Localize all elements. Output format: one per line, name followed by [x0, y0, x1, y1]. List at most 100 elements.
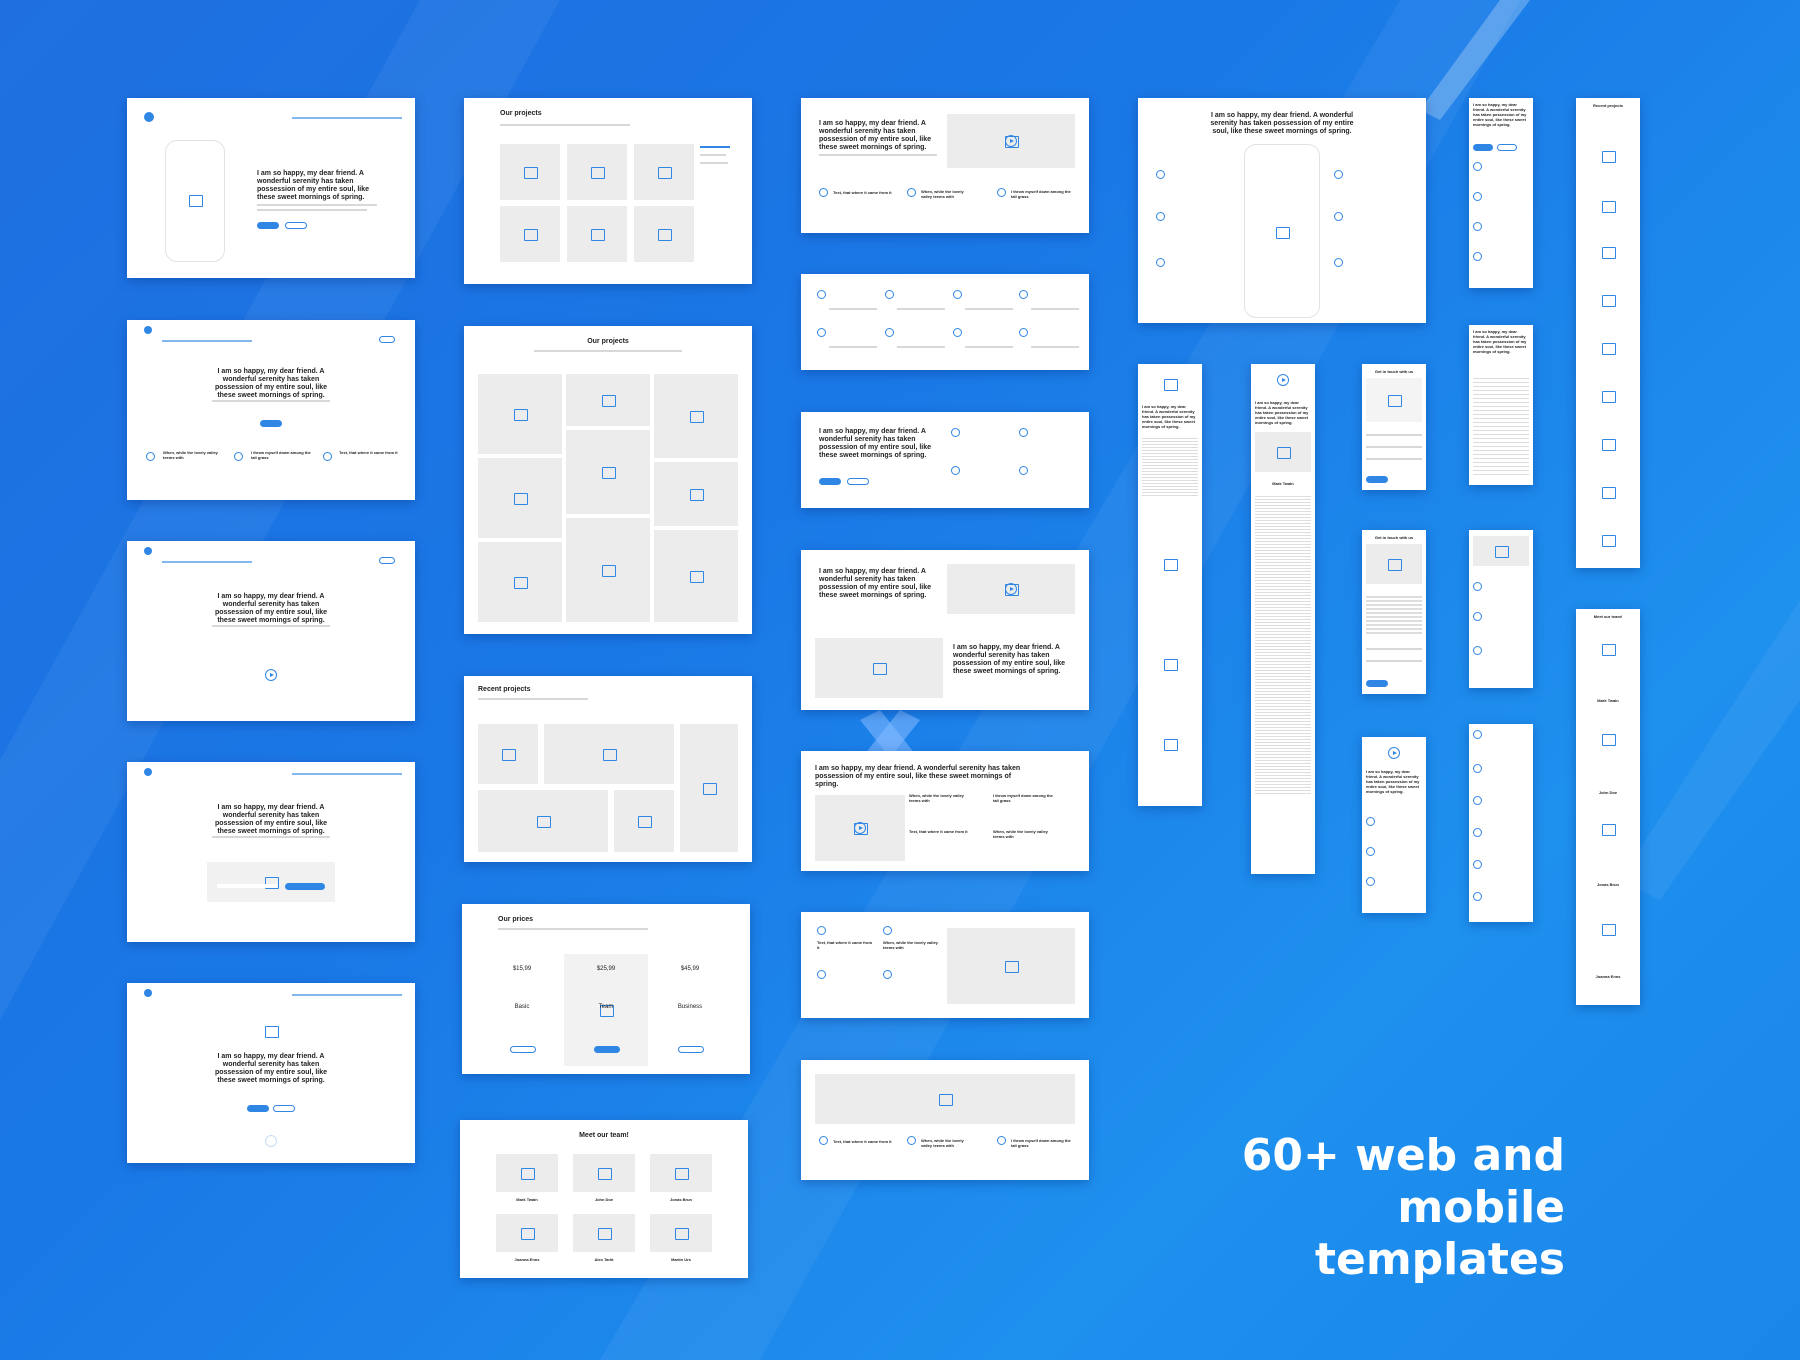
- form-field[interactable]: [1366, 446, 1422, 448]
- section-title: Our projects: [500, 110, 542, 117]
- plan-button[interactable]: [678, 1046, 704, 1053]
- filter-list[interactable]: [700, 154, 726, 156]
- member-name: Jonas Brun: [1596, 882, 1619, 887]
- list-icon: [907, 188, 916, 197]
- nav-button[interactable]: [379, 336, 395, 343]
- template-hero-feature-list[interactable]: I am so happy, my dear friend. A wonderf…: [801, 412, 1089, 508]
- mobile-template-hero-list[interactable]: I am so happy, my dear friend. A wonderf…: [1469, 325, 1533, 485]
- template-video-features[interactable]: I am so happy, my dear friend. A wonderf…: [801, 98, 1089, 233]
- secondary-button[interactable]: [285, 222, 307, 229]
- bag-icon: [1473, 162, 1482, 171]
- form-field[interactable]: [1366, 458, 1422, 460]
- mobile-template-contact-map[interactable]: Get in touch with us: [1362, 364, 1426, 490]
- secondary-button[interactable]: [273, 1105, 295, 1112]
- read-more-button[interactable]: [257, 222, 279, 229]
- play-icon[interactable]: [1277, 374, 1289, 386]
- filter-list[interactable]: [700, 146, 730, 148]
- hero-heading: I am so happy, my dear friend. A wonderf…: [1210, 112, 1354, 135]
- feature-title: When, while the lovely valley teems with: [883, 940, 938, 950]
- image-placeholder: [1255, 432, 1311, 472]
- project-image: [1580, 426, 1636, 462]
- text-line: [1366, 594, 1422, 634]
- nav-links: [292, 994, 402, 996]
- mobile-template-hero[interactable]: I am so happy, my dear friend. A wonderf…: [1469, 98, 1533, 288]
- mobile-template-image-list[interactable]: [1469, 530, 1533, 688]
- template-features-grid[interactable]: [801, 274, 1089, 370]
- map-image: [1366, 378, 1422, 422]
- mobile-template-article[interactable]: I am so happy, my dear friend. A wonderf…: [1138, 364, 1202, 806]
- template-video-split[interactable]: I am so happy, my dear friend. A wonderf…: [801, 550, 1089, 710]
- read-more-button[interactable]: [1473, 144, 1493, 151]
- secondary-button[interactable]: [1497, 144, 1517, 151]
- bolt-icon: [1019, 466, 1028, 475]
- form-field[interactable]: [1366, 648, 1422, 650]
- read-more-button[interactable]: [819, 478, 841, 485]
- read-more-button[interactable]: [247, 1105, 269, 1112]
- chevron-down-icon[interactable]: [265, 1135, 277, 1147]
- template-projects-sidebar[interactable]: Our projects: [464, 98, 752, 284]
- email-field[interactable]: [217, 884, 277, 888]
- template-banner-features[interactable]: Text, that where it came from it When, w…: [801, 1060, 1089, 1180]
- project-image: [1580, 330, 1636, 366]
- project-image: [478, 374, 562, 454]
- read-more-button[interactable]: [260, 420, 282, 427]
- template-hero-image[interactable]: I am so happy, my dear friend. A wonderf…: [127, 983, 415, 1163]
- mobile-template-features[interactable]: I am so happy, my dear friend. A wonderf…: [1362, 737, 1426, 913]
- feature-title: I throw myself down among the tall grass: [1011, 1138, 1071, 1148]
- text-line: [1255, 494, 1311, 794]
- form-field[interactable]: [1366, 660, 1422, 662]
- image-placeholder: [1144, 370, 1196, 398]
- text-line: [1473, 375, 1529, 475]
- template-hero-features[interactable]: I am so happy, my dear friend. A wonderf…: [127, 320, 415, 500]
- play-icon[interactable]: [854, 822, 866, 834]
- mobile-template-profile[interactable]: I am so happy, my dear friend. A wonderf…: [1251, 364, 1315, 874]
- template-hero-video[interactable]: I am so happy, my dear friend. A wonderf…: [127, 541, 415, 721]
- send-button[interactable]: [1366, 476, 1388, 483]
- list-icon: [1473, 730, 1482, 739]
- text-line: [257, 204, 377, 206]
- feature-title: Text, that where it came from it: [909, 829, 968, 834]
- secondary-button[interactable]: [847, 478, 869, 485]
- template-hero-video-features[interactable]: I am so happy, my dear friend. A wonderf…: [801, 751, 1089, 871]
- send-button[interactable]: [1366, 680, 1388, 687]
- plan-button[interactable]: [510, 1046, 536, 1053]
- play-icon[interactable]: [265, 669, 277, 681]
- project-image: [500, 206, 560, 262]
- member-photo: [650, 1154, 712, 1192]
- form-field[interactable]: [1366, 434, 1422, 436]
- clock-icon: [1473, 646, 1482, 655]
- nav-links: [292, 773, 402, 775]
- play-icon[interactable]: [1005, 583, 1017, 595]
- play-icon[interactable]: [1005, 135, 1017, 147]
- template-team[interactable]: Meet our team! Mark Twain John Doe Jonas…: [460, 1120, 748, 1278]
- cloud-icon: [1473, 222, 1482, 231]
- template-hero-phone[interactable]: I am so happy, my dear friend. A wonderf…: [127, 98, 415, 278]
- section-title: Meet our team!: [579, 1132, 629, 1139]
- template-phone-features[interactable]: I am so happy, my dear friend. A wonderf…: [1138, 98, 1426, 323]
- template-hero-subscribe[interactable]: I am so happy, my dear friend. A wonderf…: [127, 762, 415, 942]
- mobile-template-team[interactable]: Meet our team! Mark Twain John Doe Jonas…: [1576, 609, 1640, 1005]
- text-line: [534, 350, 682, 352]
- template-recent-projects[interactable]: Recent projects: [464, 676, 752, 862]
- subscribe-button[interactable]: [285, 883, 325, 890]
- project-image: [566, 374, 650, 426]
- project-image: [654, 374, 738, 458]
- nav-button[interactable]: [379, 557, 395, 564]
- template-projects-grid[interactable]: Our projects: [464, 326, 752, 634]
- bolt-icon: [1473, 252, 1482, 261]
- bag-icon: [1156, 170, 1165, 179]
- template-prices[interactable]: Our prices $15,99 $25,99 $45,99 Basic Te…: [462, 904, 750, 1074]
- filter-list[interactable]: [700, 162, 728, 164]
- text-line: [965, 308, 1013, 310]
- mobile-template-projects[interactable]: Recent projects: [1576, 98, 1640, 568]
- project-image: [567, 144, 627, 200]
- mobile-template-feature-list[interactable]: [1469, 724, 1533, 922]
- mobile-template-contact-form[interactable]: Get in touch with us: [1362, 530, 1426, 694]
- template-features-image[interactable]: Text, that where it came from it When, w…: [801, 912, 1089, 1018]
- logo-icon: [144, 989, 152, 997]
- project-image: [566, 518, 650, 622]
- project-image: [654, 530, 738, 622]
- play-icon[interactable]: [1388, 747, 1400, 759]
- plan-button[interactable]: [594, 1046, 620, 1053]
- project-image: [1580, 138, 1636, 174]
